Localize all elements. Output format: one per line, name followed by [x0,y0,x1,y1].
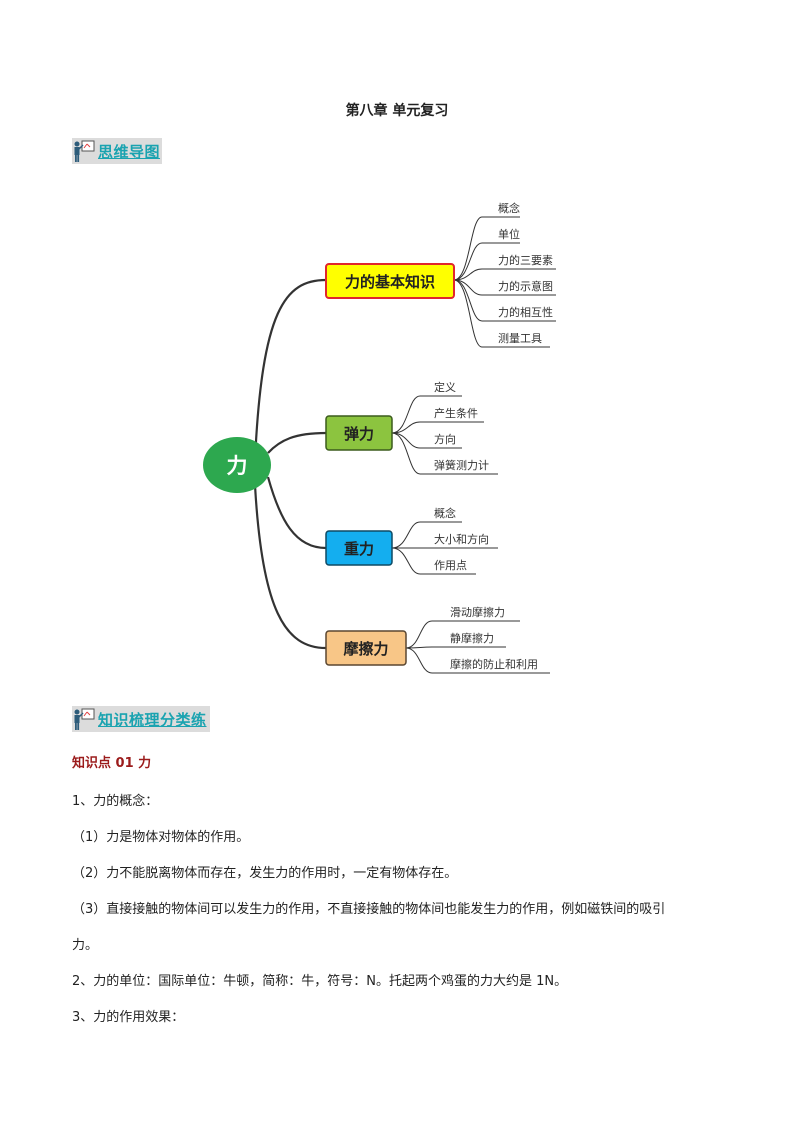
knowledge-point-heading: 知识点 01 力 [72,756,152,771]
leaf-label: 摩擦的防止和利用 [450,657,538,671]
leaf-label: 弹簧测力计 [434,458,489,472]
leaf-label: 力的三要素 [498,253,553,267]
section-header-knowledge: 知识梳理分类练 [72,706,210,732]
branch-node-elastic [325,415,393,451]
leaf-label: 静摩擦力 [450,631,494,645]
main-connectors [253,278,327,650]
page-title: 第八章 单元复习 [345,103,449,119]
leaf-label: 概念 [498,201,520,215]
leaf-label: 方向 [434,432,456,446]
paragraph-line: （1）力是物体对物体的作用。 [72,830,250,845]
leaf-label: 测量工具 [498,332,542,345]
branch-node-basic [325,263,455,299]
teacher-icon [74,140,95,162]
branch-label: 摩擦力 [343,640,388,658]
leaf-label: 定义 [434,380,456,394]
root-node [203,437,271,493]
branch-label: 弹力 [344,425,374,443]
leaf-label: 大小和方向 [434,532,489,546]
leaf-label: 滑动摩擦力 [450,605,505,619]
branch-node-gravity [325,530,393,566]
paragraph-line: （2）力不能脱离物体而存在，发生力的作用时，一定有物体存在。 [72,866,458,881]
leaf-label: 力的相互性 [498,305,553,319]
paragraph-line: 3、力的作用效果： [72,1010,185,1025]
paragraph-line: （3）直接接触的物体间可以发生力的作用，不直接接触的物体间也能发生力的作用，例如… [72,902,666,917]
leaf-label: 概念 [434,506,456,520]
mind-map: 力 力的基本知识 弹力 重力 摩擦力 概念 单位 力的三要素 力的示意图 力的相… [203,201,556,674]
section-label: 思维导图 [98,142,161,161]
section-label: 知识梳理分类练 [98,710,207,729]
sub-connectors [391,216,556,674]
teacher-icon [74,708,95,730]
root-label: 力 [227,454,248,478]
leaf-label: 产生条件 [434,406,478,420]
paragraph-line: 力。 [72,938,99,953]
leaf-label: 作用点 [434,559,467,572]
branch-label: 重力 [344,540,374,558]
paragraph-line: 1、力的概念： [72,794,159,809]
branch-node-friction [325,630,407,666]
section-header-mindmap: 思维导图 [72,138,162,164]
leaf-label: 单位 [498,227,520,241]
leaf-label: 力的示意图 [498,279,553,293]
branch-label: 力的基本知识 [345,273,435,291]
paragraph-line: 2、力的单位：国际单位：牛顿，简称：牛，符号：N。托起两个鸡蛋的力大约是 1N。 [72,974,568,989]
section-header-background [72,706,210,732]
